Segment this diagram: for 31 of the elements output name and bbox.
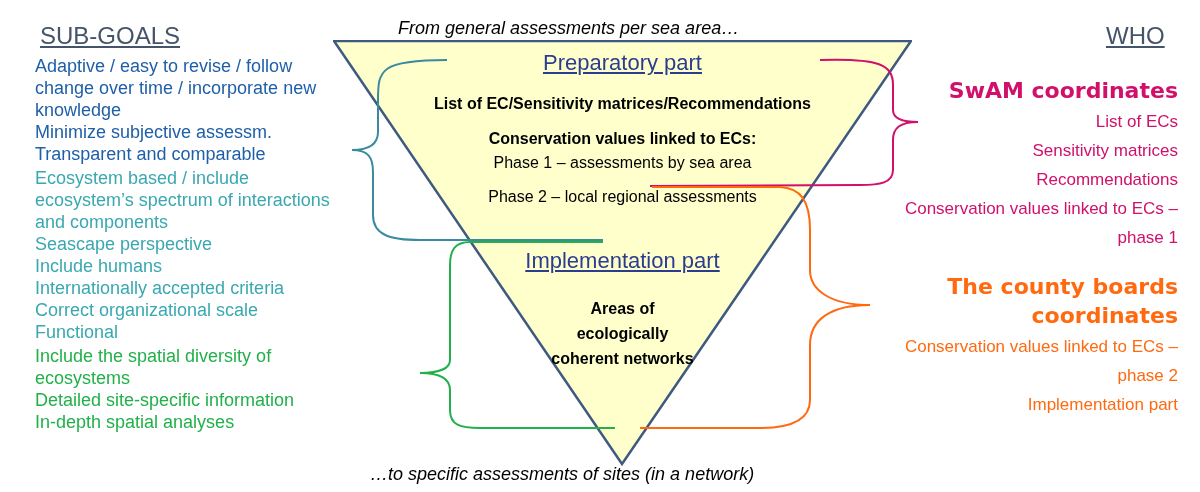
triangle-text: Areas of ecologically coherent networks <box>550 299 695 369</box>
task-text: Conservation values linked to ECs – phase 1 <box>903 198 1178 249</box>
task-text: List of ECs <box>1095 111 1178 133</box>
triangle-text: List of EC/Sensitivity matrices/Recommendations <box>434 95 811 113</box>
caption-text: From general assessments per sea area… <box>398 18 740 39</box>
task-text: Implementation part <box>1027 394 1178 416</box>
goal-text: Include humans <box>35 255 164 277</box>
task-text: Conservation values linked to ECs – phase 2 <box>903 336 1178 387</box>
section-heading: SUB-GOALS <box>40 22 181 50</box>
actor-heading: The county boards coordinates <box>946 273 1178 330</box>
goal-text: Seascape perspective <box>35 233 214 255</box>
triangle-text: Phase 2 – local regional assessments <box>488 188 757 206</box>
goal-text: Minimize subjective assessm. <box>35 121 274 143</box>
goal-text: Internationally accepted criteria <box>35 277 286 299</box>
caption-text: …to specific assessments of sites (in a network) <box>370 464 755 485</box>
triangle-text: Phase 1 – assessments by sea area <box>493 154 752 172</box>
goal-text: In-depth spatial analyses <box>35 411 236 433</box>
goal-text: Ecosystem based / include ecosystem’s spectrum of interactions and components <box>35 167 331 233</box>
task-text: Sensitivity matrices <box>1032 140 1178 162</box>
goal-text: Functional <box>35 321 120 343</box>
actor-heading: SwAM coordinates <box>948 77 1178 105</box>
goal-text: Detailed site-specific information <box>35 389 296 411</box>
goal-text: Include the spatial diversity of ecosystems <box>35 345 273 389</box>
triangle-heading: Preparatory part <box>543 50 702 76</box>
triangle-heading: Implementation part <box>525 248 720 274</box>
task-text: Recommendations <box>1036 169 1178 191</box>
goal-text: Adaptive / easy to revise / follow change over time / incorporate new knowledge <box>35 55 318 121</box>
goal-text: Transparent and comparable <box>35 143 267 165</box>
section-heading: WHO <box>1106 22 1165 50</box>
goal-text: Correct organizational scale <box>35 299 260 321</box>
triangle-text: Conservation values linked to ECs: <box>488 130 757 148</box>
